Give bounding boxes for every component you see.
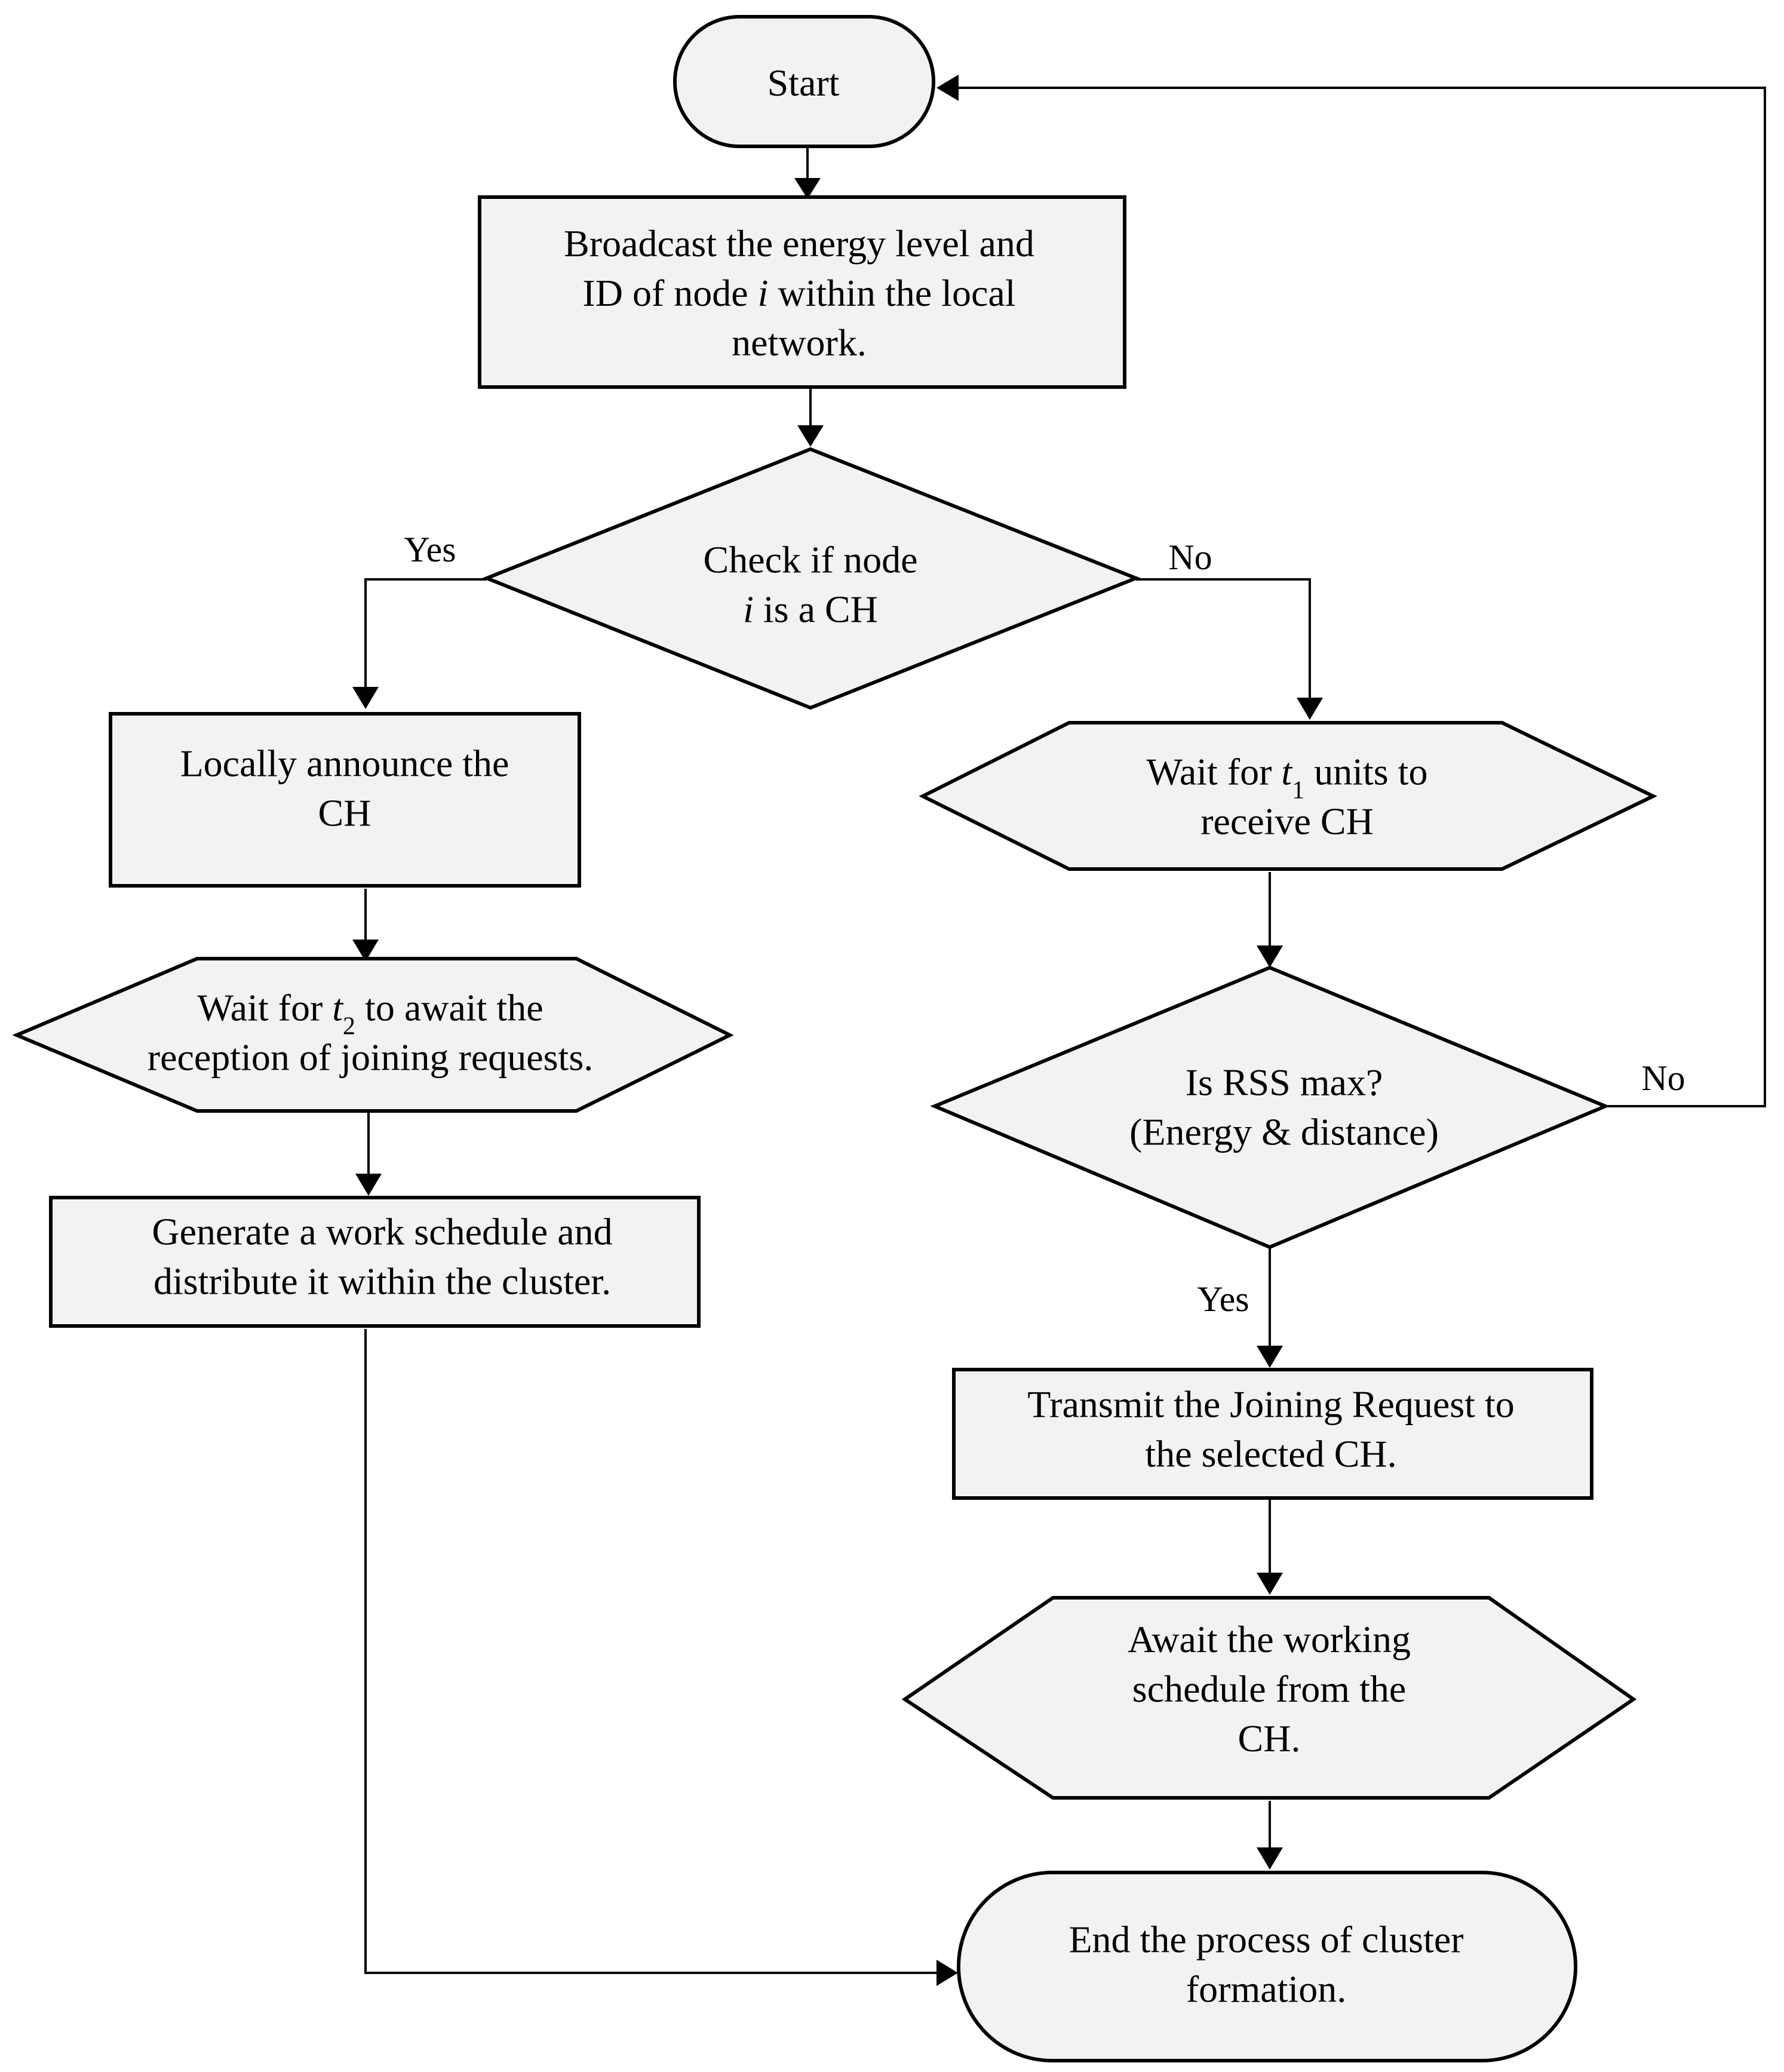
decision-shape (930, 965, 1610, 1250)
arrowhead (1297, 698, 1323, 720)
node-check-ch: Check if node i is a CH (481, 447, 1141, 710)
process-shape (478, 195, 1126, 389)
node-text-line: CH. (1238, 1717, 1301, 1760)
math-variable: i (758, 272, 769, 314)
arrowhead (936, 75, 959, 101)
node-text: Check if node i is a CH (704, 539, 918, 631)
arrowhead (797, 425, 824, 447)
node-text: Transmit the Joining Request to the selec… (1027, 1383, 1514, 1475)
node-text: Start (767, 62, 840, 104)
node-text-line: reception of joining requests. (148, 1036, 593, 1079)
node-transmit: Transmit the Joining Request to the selec… (952, 1368, 1593, 1500)
edge-generate-end (364, 1329, 936, 1974)
decision-shape (481, 447, 1141, 710)
node-text-line: (Energy & distance) (1129, 1111, 1439, 1153)
node-text: End the process of cluster formation. (1068, 1918, 1463, 2010)
node-text-line: i is a CH (743, 588, 878, 631)
node-text: Generate a work schedule and distribute i… (152, 1211, 612, 1303)
node-text-line: Check if node (704, 539, 918, 581)
math-subscript: 2 (343, 1013, 355, 1040)
connectors (352, 75, 1766, 1986)
node-text-line: receive CH (1200, 800, 1374, 843)
math-variable: t (332, 987, 344, 1029)
node-text-line: the selected CH. (1145, 1433, 1396, 1475)
edge-label-rss-yes: Yes (1197, 1279, 1249, 1319)
process-shape (49, 1196, 701, 1328)
node-start: Start (673, 15, 935, 148)
arrowhead (1257, 1847, 1283, 1870)
arrowhead (1257, 946, 1283, 968)
node-text-line: ID of node i within the local (582, 272, 1015, 314)
edge-check-yes-announce (364, 578, 487, 687)
math-variable: i (743, 588, 754, 631)
arrowhead (1257, 1573, 1283, 1595)
node-text-line: distribute it within the cluster. (153, 1260, 611, 1303)
node-text-line: Broadcast the energy level and (564, 222, 1034, 265)
arrowhead (352, 940, 379, 962)
preparation-shape (919, 721, 1657, 871)
node-rss: Is RSS max? (Energy & distance) (930, 965, 1610, 1250)
process-shape (952, 1368, 1593, 1500)
node-text-line: End the process of cluster (1068, 1918, 1463, 1961)
edge-rss-no-start (959, 87, 1766, 1107)
edge-label-check-no: No (1168, 538, 1212, 577)
node-text: Is RSS max? (Energy & distance) (1129, 1061, 1439, 1153)
node-text-line: Await the working (1128, 1618, 1411, 1660)
node-text-line: Locally announce the (180, 742, 509, 785)
node-broadcast: Broadcast the energy level and ID of node… (478, 195, 1126, 389)
node-text: Broadcast the energy level and ID of node… (564, 222, 1034, 364)
math-variable: t (1281, 751, 1293, 793)
arrowhead (355, 1174, 382, 1196)
preparation-shape (12, 957, 734, 1113)
terminator-shape (673, 15, 935, 148)
edge-check-no-wait-t1 (1136, 578, 1311, 698)
preparation-shape (901, 1596, 1637, 1800)
math-subscript: 1 (1292, 777, 1304, 805)
edge-label-check-yes: Yes (404, 530, 456, 569)
node-text-line: formation. (1186, 1968, 1346, 2010)
arrowhead (936, 1960, 958, 1986)
node-text-line: schedule from the (1132, 1668, 1407, 1710)
node-text-line: CH (318, 792, 371, 834)
arrowhead (352, 687, 379, 709)
process-shape (109, 712, 581, 888)
edge-label-rss-no: No (1641, 1058, 1685, 1098)
node-text-line: Is RSS max? (1186, 1061, 1383, 1104)
node-text-line: Generate a work schedule and (152, 1211, 612, 1253)
arrowhead (794, 178, 821, 199)
terminator-shape (957, 1871, 1577, 2062)
node-text-line: Transmit the Joining Request to (1027, 1383, 1514, 1426)
node-generate: Generate a work schedule and distribute i… (49, 1196, 701, 1328)
node-text-line: Start (767, 62, 840, 104)
arrowhead (1257, 1346, 1283, 1368)
node-end: End the process of cluster formation. (957, 1871, 1577, 2062)
node-text-line: network. (732, 321, 867, 364)
